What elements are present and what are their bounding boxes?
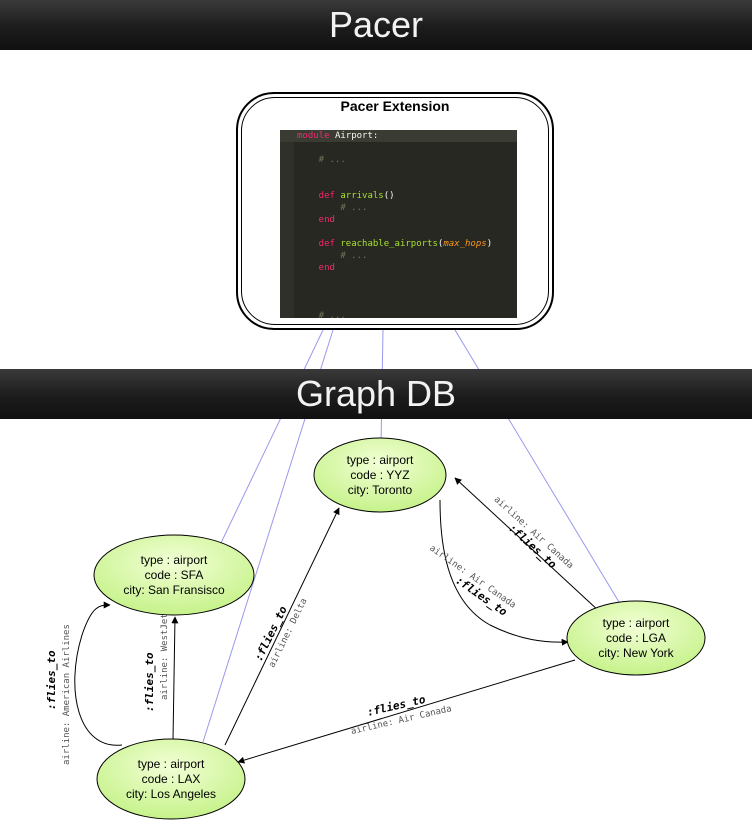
edge-label-lax-sfa: :flies_to airline: WestJet: [143, 613, 170, 712]
node-yyz[interactable]: type : airport code : YYZ city: Toronto: [313, 437, 447, 513]
extension-title: Pacer Extension: [340, 98, 450, 114]
code-gutter: [280, 130, 294, 318]
code-line: # ...: [297, 251, 368, 261]
edge-label-text: :flies_to: [143, 652, 156, 712]
node-city: city: San Fransisco: [123, 583, 225, 597]
edge-airline-text: airline: American Airlines: [62, 624, 72, 765]
node-type: type : airport: [603, 616, 670, 630]
graph-db-banner: Graph DB: [0, 369, 752, 419]
code-line: module Airport:: [297, 131, 379, 141]
code-line: def reachable_airports(max_hops): [297, 239, 493, 249]
node-type: type : airport: [347, 453, 414, 467]
node-city: city: Los Angeles: [126, 787, 216, 801]
node-city: city: Toronto: [348, 483, 413, 497]
code-line: def arrivals(): [297, 191, 395, 201]
edge-yyz-lga: [439, 499, 569, 646]
node-code: code : YYZ: [350, 468, 409, 482]
node-code: code : LAX: [142, 772, 201, 786]
edge-lga-lax: [237, 659, 576, 764]
node-city: city: New York: [598, 646, 674, 660]
edge-lax-yyz: [224, 507, 340, 746]
edge-airline-text: airline: Air Canada: [492, 495, 575, 571]
connector-line-sfa: [219, 329, 324, 546]
edge-label-lga-lax: :flies_to airline: Air Canada: [350, 693, 453, 737]
code-line: # ...: [297, 311, 346, 318]
edge-label-lax-sfa-left: :flies_to airline: American Airlines: [45, 624, 72, 765]
code-line: end: [297, 215, 335, 225]
pacer-banner: Pacer: [0, 0, 752, 50]
node-code: code : SFA: [145, 568, 204, 582]
edge-airline-text: airline: WestJet: [160, 613, 170, 700]
pacer-extension-box: Pacer Extension module Airport: # ... de…: [236, 92, 554, 330]
edge-airline-text: airline: Air Canada: [427, 543, 517, 610]
edge-lga-yyz: [454, 477, 601, 613]
node-type: type : airport: [141, 553, 208, 567]
current-line-highlight: [280, 130, 517, 142]
code-line: end: [297, 263, 335, 273]
code-line: # ...: [297, 155, 346, 165]
node-lax[interactable]: type : airport code : LAX city: Los Ange…: [96, 738, 246, 820]
code-editor: module Airport: # ... def arrivals() # .…: [280, 130, 517, 318]
node-type: type : airport: [138, 757, 205, 771]
edge-label-text: :flies_to: [45, 650, 58, 710]
node-code: code : LGA: [606, 631, 666, 645]
edge-lax-sfa: [171, 616, 179, 741]
graph-edges: [74, 477, 601, 764]
edge-label-yyz-lga: :flies_to airline: Air Canada: [427, 543, 517, 618]
edge-label-lga-yyz: :flies_to airline: Air Canada: [492, 495, 575, 572]
node-sfa[interactable]: type : airport code : SFA city: San Fran…: [93, 534, 255, 616]
edge-lax-sfa-curve: [74, 601, 123, 746]
code-line: # ...: [297, 203, 368, 213]
node-lga[interactable]: type : airport code : LGA city: New York: [566, 600, 706, 676]
